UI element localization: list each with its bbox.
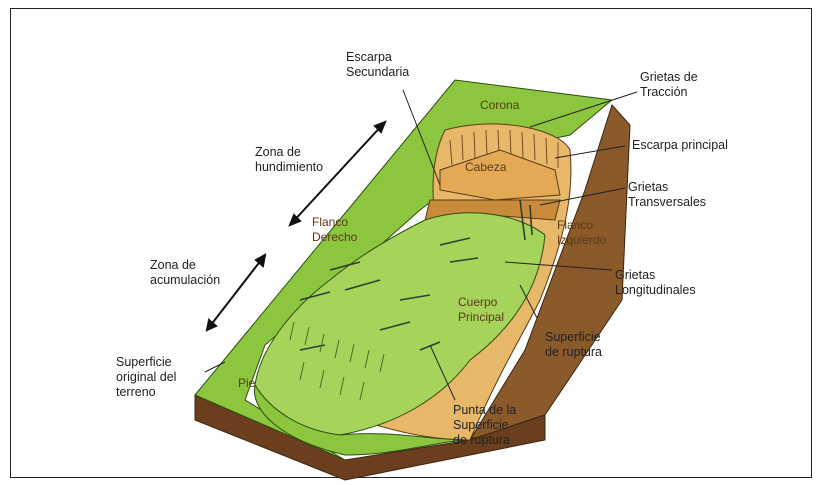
label-cuerpo-principal: Cuerpo Principal [458,295,504,325]
label-zona-hundimiento: Zona de hundimiento [255,145,323,175]
label-pie: Pie [238,376,255,391]
label-zona-acumulacion: Zona de acumulación [150,258,220,288]
label-grietas-longitudinales: Grietas Longitudinales [615,268,696,298]
label-superficie-ruptura: Superficie de ruptura [545,330,602,360]
label-grietas-traccion: Grietas de Tracción [640,70,698,100]
label-corona: Corona [480,98,519,113]
label-flanco-izquierdo: Flanco Izquierdo [557,218,606,248]
label-cabeza: Cabeza [465,160,506,175]
label-escarpa-principal: Escarpa principal [632,138,728,153]
label-grietas-transversales: Grietas Transversales [628,180,706,210]
label-superficie-original: Superficie original del terreno [116,355,176,400]
label-flanco-derecho: Flanco Derecho [312,215,357,245]
label-punta-superficie: Punta de la Superficie de ruptura [453,403,516,448]
label-escarpa-secundaria: Escarpa Secundaria [346,50,409,80]
